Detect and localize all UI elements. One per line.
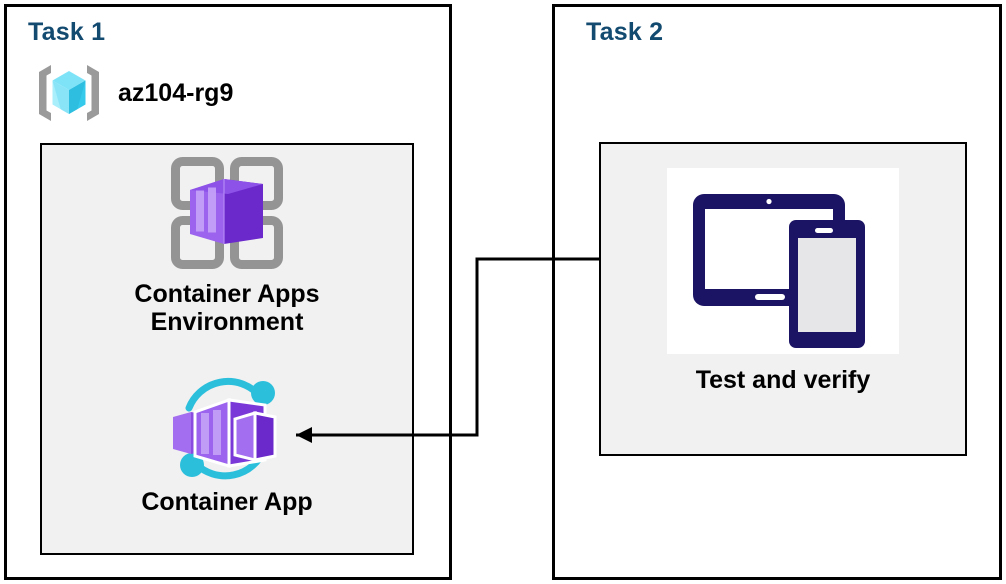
devices-icon-svg (667, 168, 899, 354)
node-container-app: Container App (40, 372, 414, 516)
container-apps-environment-icon (166, 152, 288, 274)
resource-group-icon (34, 62, 104, 124)
resource-group-icon-svg (39, 65, 99, 121)
node-test-and-verify: Test and verify (599, 168, 967, 394)
container-apps-environment-label: Container Apps Environment (134, 280, 320, 337)
container-apps-environment-icon-svg (171, 157, 283, 269)
devices-icon (667, 168, 899, 354)
resource-group-row: az104-rg9 (34, 62, 233, 124)
resource-group-name: az104-rg9 (118, 78, 234, 107)
task-1-label: Task 1 (28, 18, 106, 46)
test-and-verify-label: Test and verify (695, 366, 871, 394)
container-app-label: Container App (141, 488, 313, 516)
container-app-icon (163, 372, 291, 484)
task-2-label: Task 2 (586, 18, 664, 46)
container-app-icon-svg (173, 377, 277, 480)
node-container-apps-environment: Container Apps Environment (40, 152, 414, 337)
